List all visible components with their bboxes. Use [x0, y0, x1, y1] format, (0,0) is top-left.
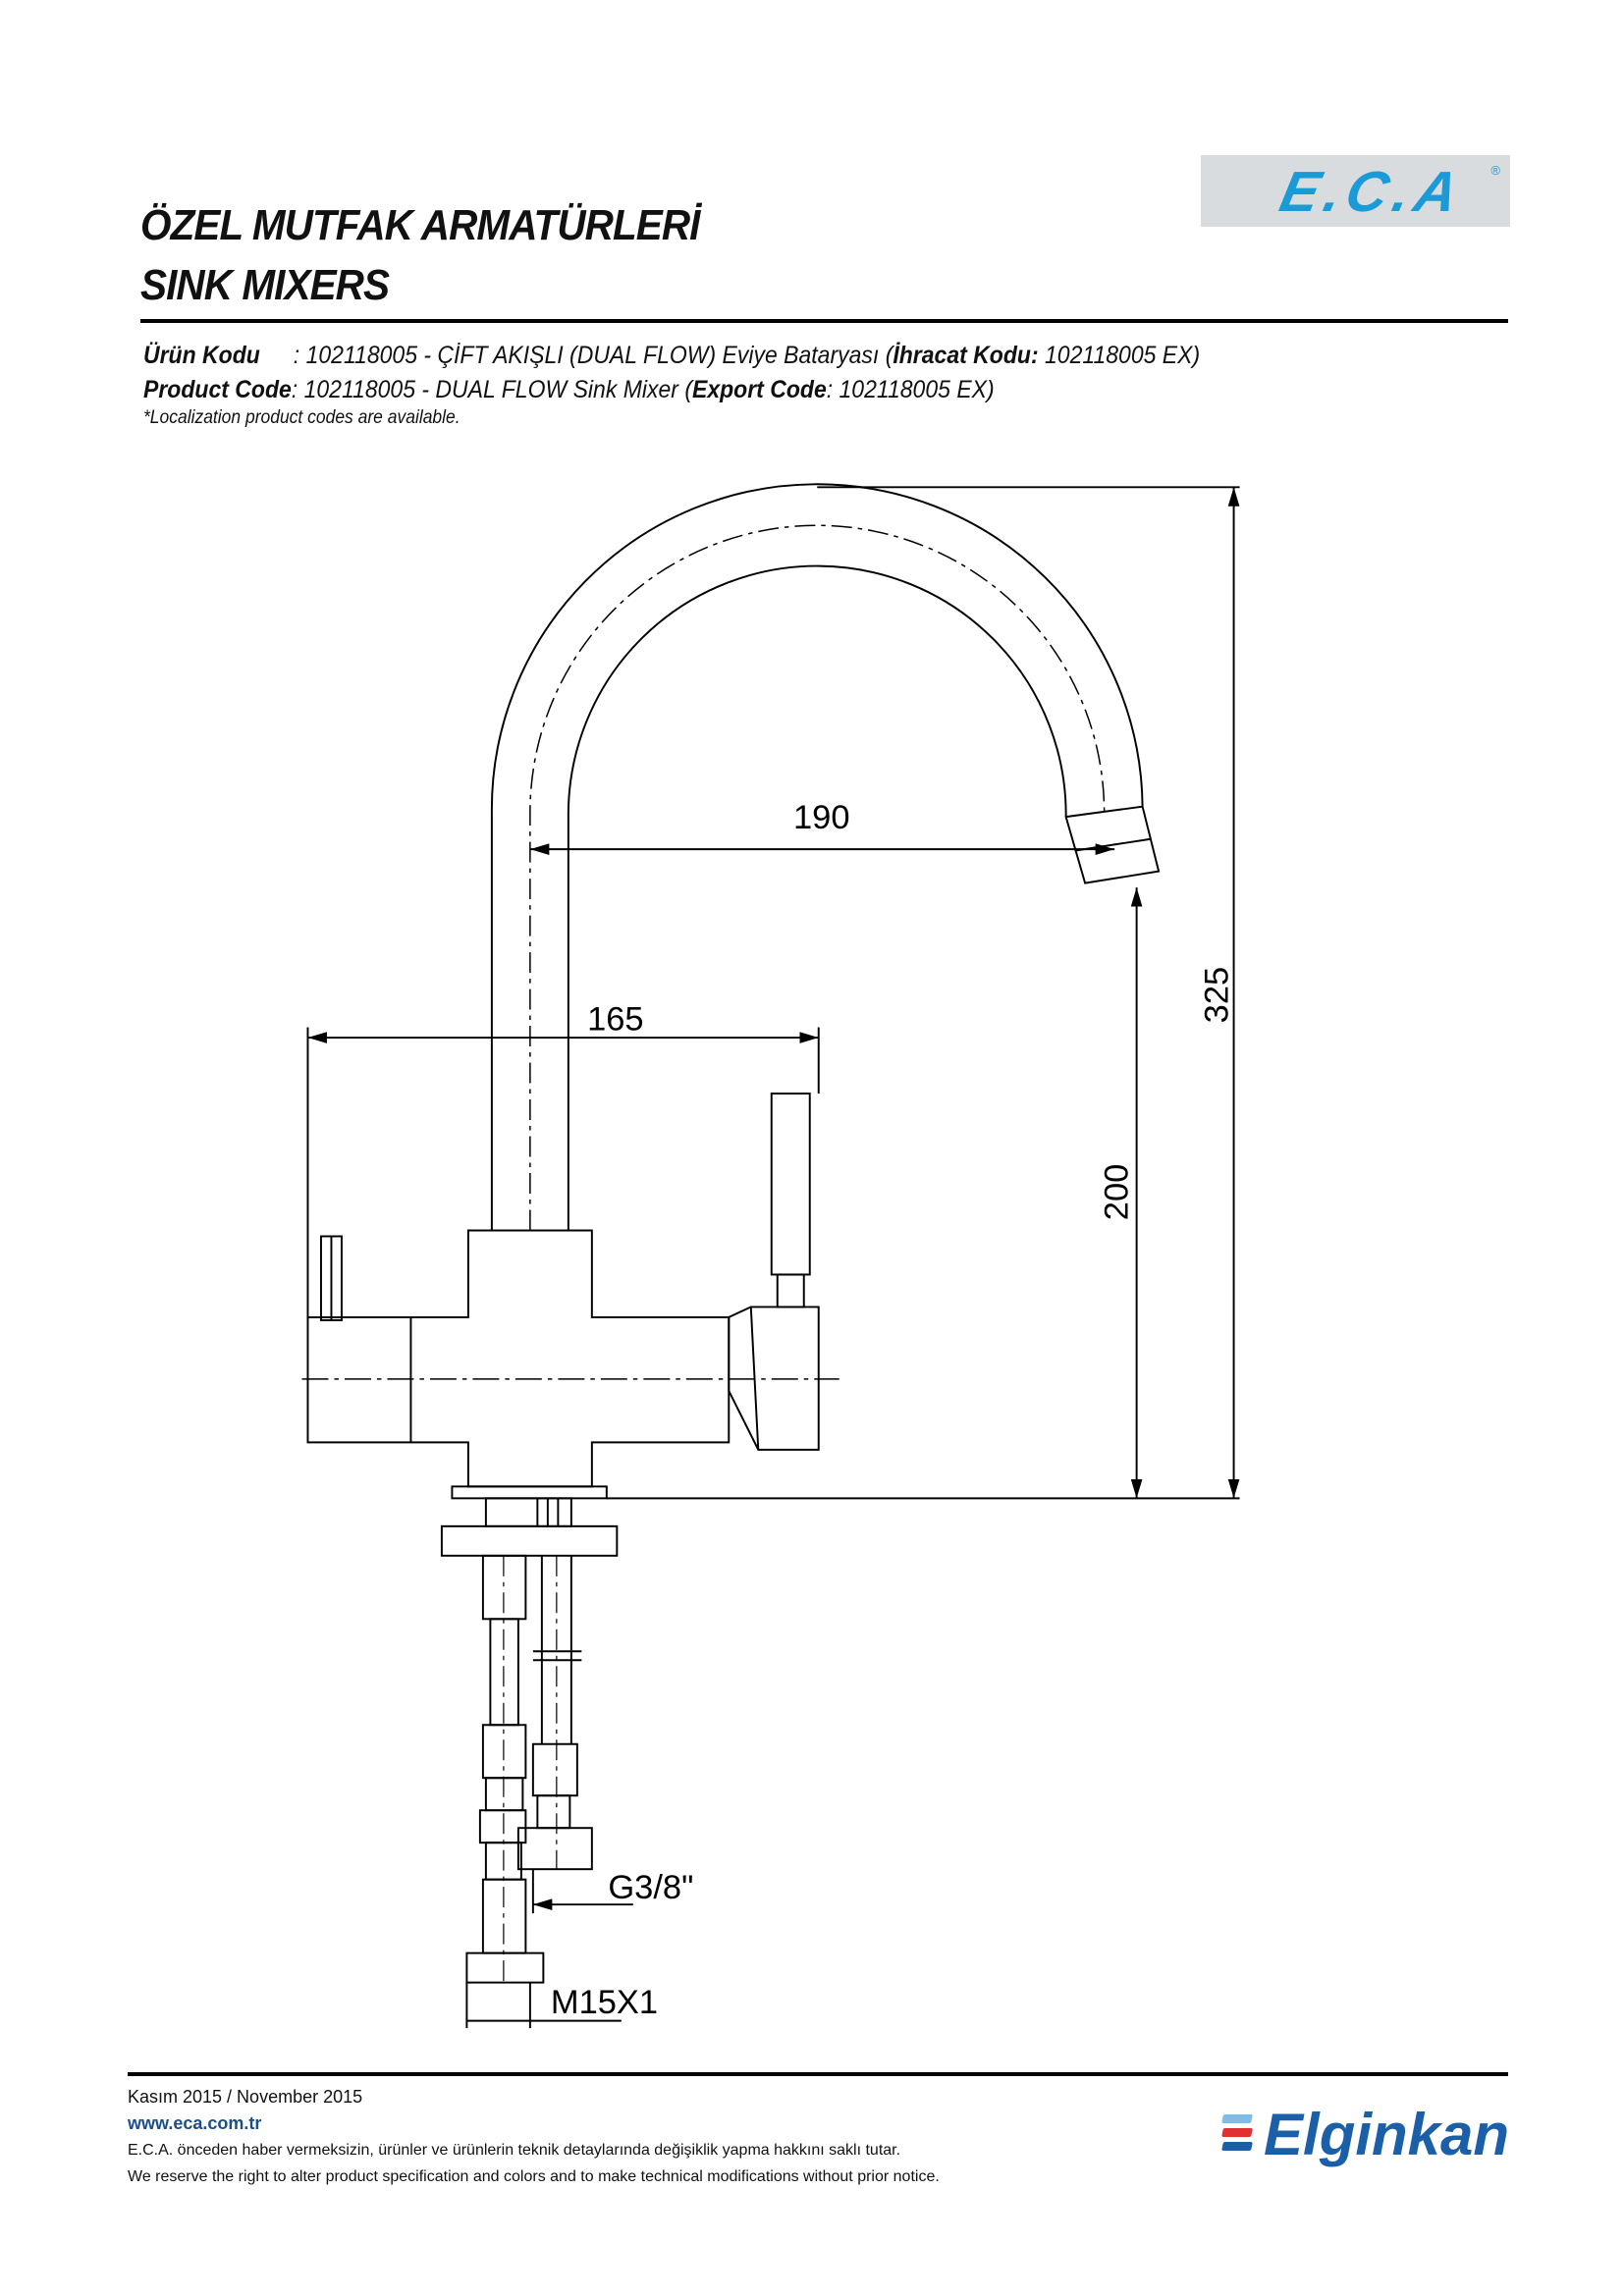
page-title-en: SINK MIXERS	[140, 261, 390, 309]
product-code-tr-label: Ürün Kodu	[143, 342, 260, 369]
elginkan-bar-icon	[1221, 2128, 1253, 2137]
export-code-en-label: Export Code	[692, 376, 827, 403]
product-code-en-label: Product Code	[143, 376, 292, 403]
footer-disclaimer-tr: E.C.A. önceden haber vermeksizin, ürünle…	[128, 2142, 901, 2159]
spout-inner	[567, 564, 1067, 1231]
footer-date: Kasım 2015 / November 2015	[128, 2087, 363, 2107]
dim-325-label: 325	[1199, 967, 1236, 1024]
footer-divider	[128, 2072, 1508, 2076]
export-code-tr-label: İhracat Kodu:	[893, 342, 1039, 369]
dim-165-label: 165	[587, 1001, 644, 1039]
export-code-en-value: : 102118005 EX)	[826, 376, 995, 403]
elginkan-bar-icon	[1221, 2114, 1253, 2123]
thread-g-label: G3/8"	[608, 1869, 693, 1906]
product-code-tr-text: : 102118005 - ÇİFT AKIŞLI (DUAL FLOW) Ev…	[287, 342, 893, 369]
eca-logo: E.C.A ®	[1201, 155, 1510, 227]
page-title-tr: ÖZEL MUTFAK ARMATÜRLERİ	[140, 201, 700, 249]
lever	[770, 1093, 811, 1276]
product-code-tr: Ürün Kodu : 102118005 - ÇİFT AKIŞLI (DUA…	[143, 342, 1200, 370]
dim-200-label: 200	[1099, 1164, 1136, 1221]
spout-tip	[1064, 805, 1161, 884]
footer-disclaimer-en: We reserve the right to alter product sp…	[128, 2168, 940, 2185]
export-code-tr-value: 102118005 EX)	[1038, 342, 1201, 369]
footer-website-link[interactable]: www.eca.com.tr	[128, 2113, 262, 2133]
spout-centerline	[529, 524, 1106, 1231]
dim-190-label: 190	[793, 799, 850, 836]
lever-stem	[776, 1273, 805, 1308]
thread-m-label: M15X1	[551, 1984, 658, 2021]
spout-outer	[490, 483, 1144, 1231]
localization-note: *Localization product codes are availabl…	[143, 407, 460, 428]
product-code-en-text: : 102118005 - DUAL FLOW Sink Mixer (	[291, 376, 693, 403]
elginkan-logo-text: Elginkan	[1264, 2102, 1510, 2167]
product-code-en: Product Code: 102118005 - DUAL FLOW Sink…	[143, 376, 995, 404]
elginkan-bar-icon	[1221, 2142, 1253, 2151]
header-divider	[140, 319, 1508, 323]
mixer-body	[306, 1229, 731, 1488]
registered-mark: ®	[1490, 163, 1500, 178]
